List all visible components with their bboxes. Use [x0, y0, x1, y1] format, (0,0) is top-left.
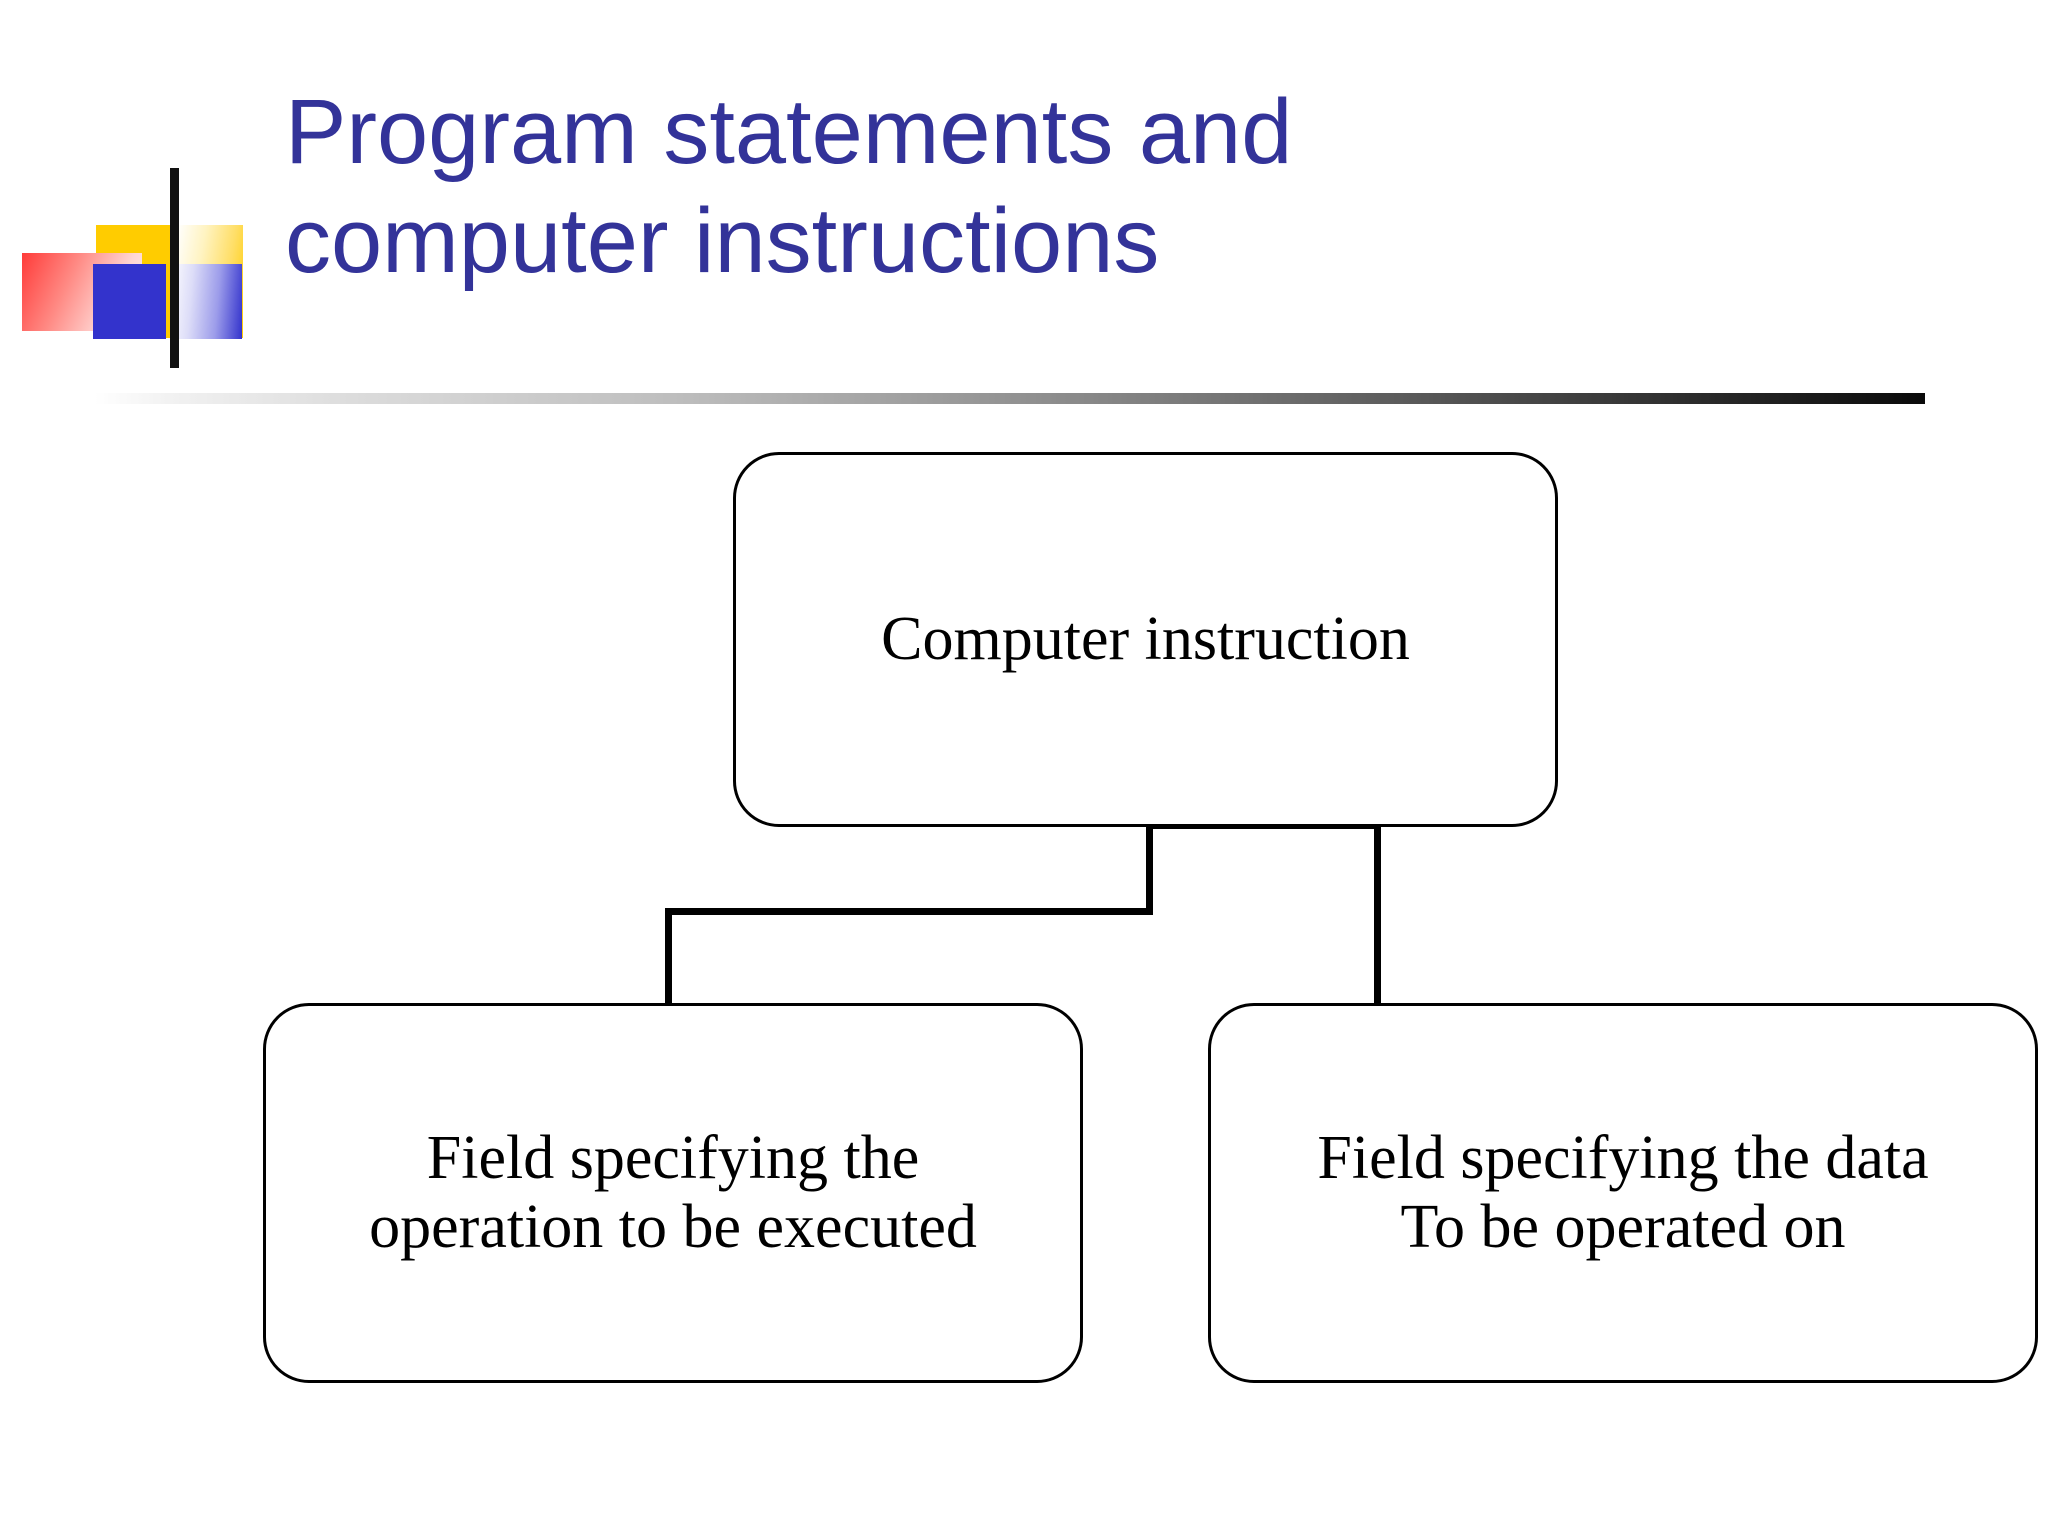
logo-blue-square-icon	[93, 264, 166, 339]
title-divider-rule	[95, 393, 1925, 404]
logo-blue-gradient-square-icon	[170, 264, 242, 339]
connector-right-vertical	[1374, 822, 1381, 1016]
page-title: Program statements and computer instruct…	[285, 81, 1293, 292]
node-computer-instruction: Computer instruction	[733, 452, 1558, 827]
node-data-field: Field specifying the data To be operated…	[1208, 1003, 2038, 1383]
connector-left-vertical	[665, 908, 672, 1008]
node-operation-field: Field specifying the operation to be exe…	[263, 1003, 1083, 1383]
connector-root-down-stub	[1146, 822, 1153, 914]
logo-vertical-bar-icon	[170, 168, 179, 368]
powerpoint-blocks-logo	[0, 150, 300, 400]
connector-left-horizontal	[665, 908, 1153, 915]
